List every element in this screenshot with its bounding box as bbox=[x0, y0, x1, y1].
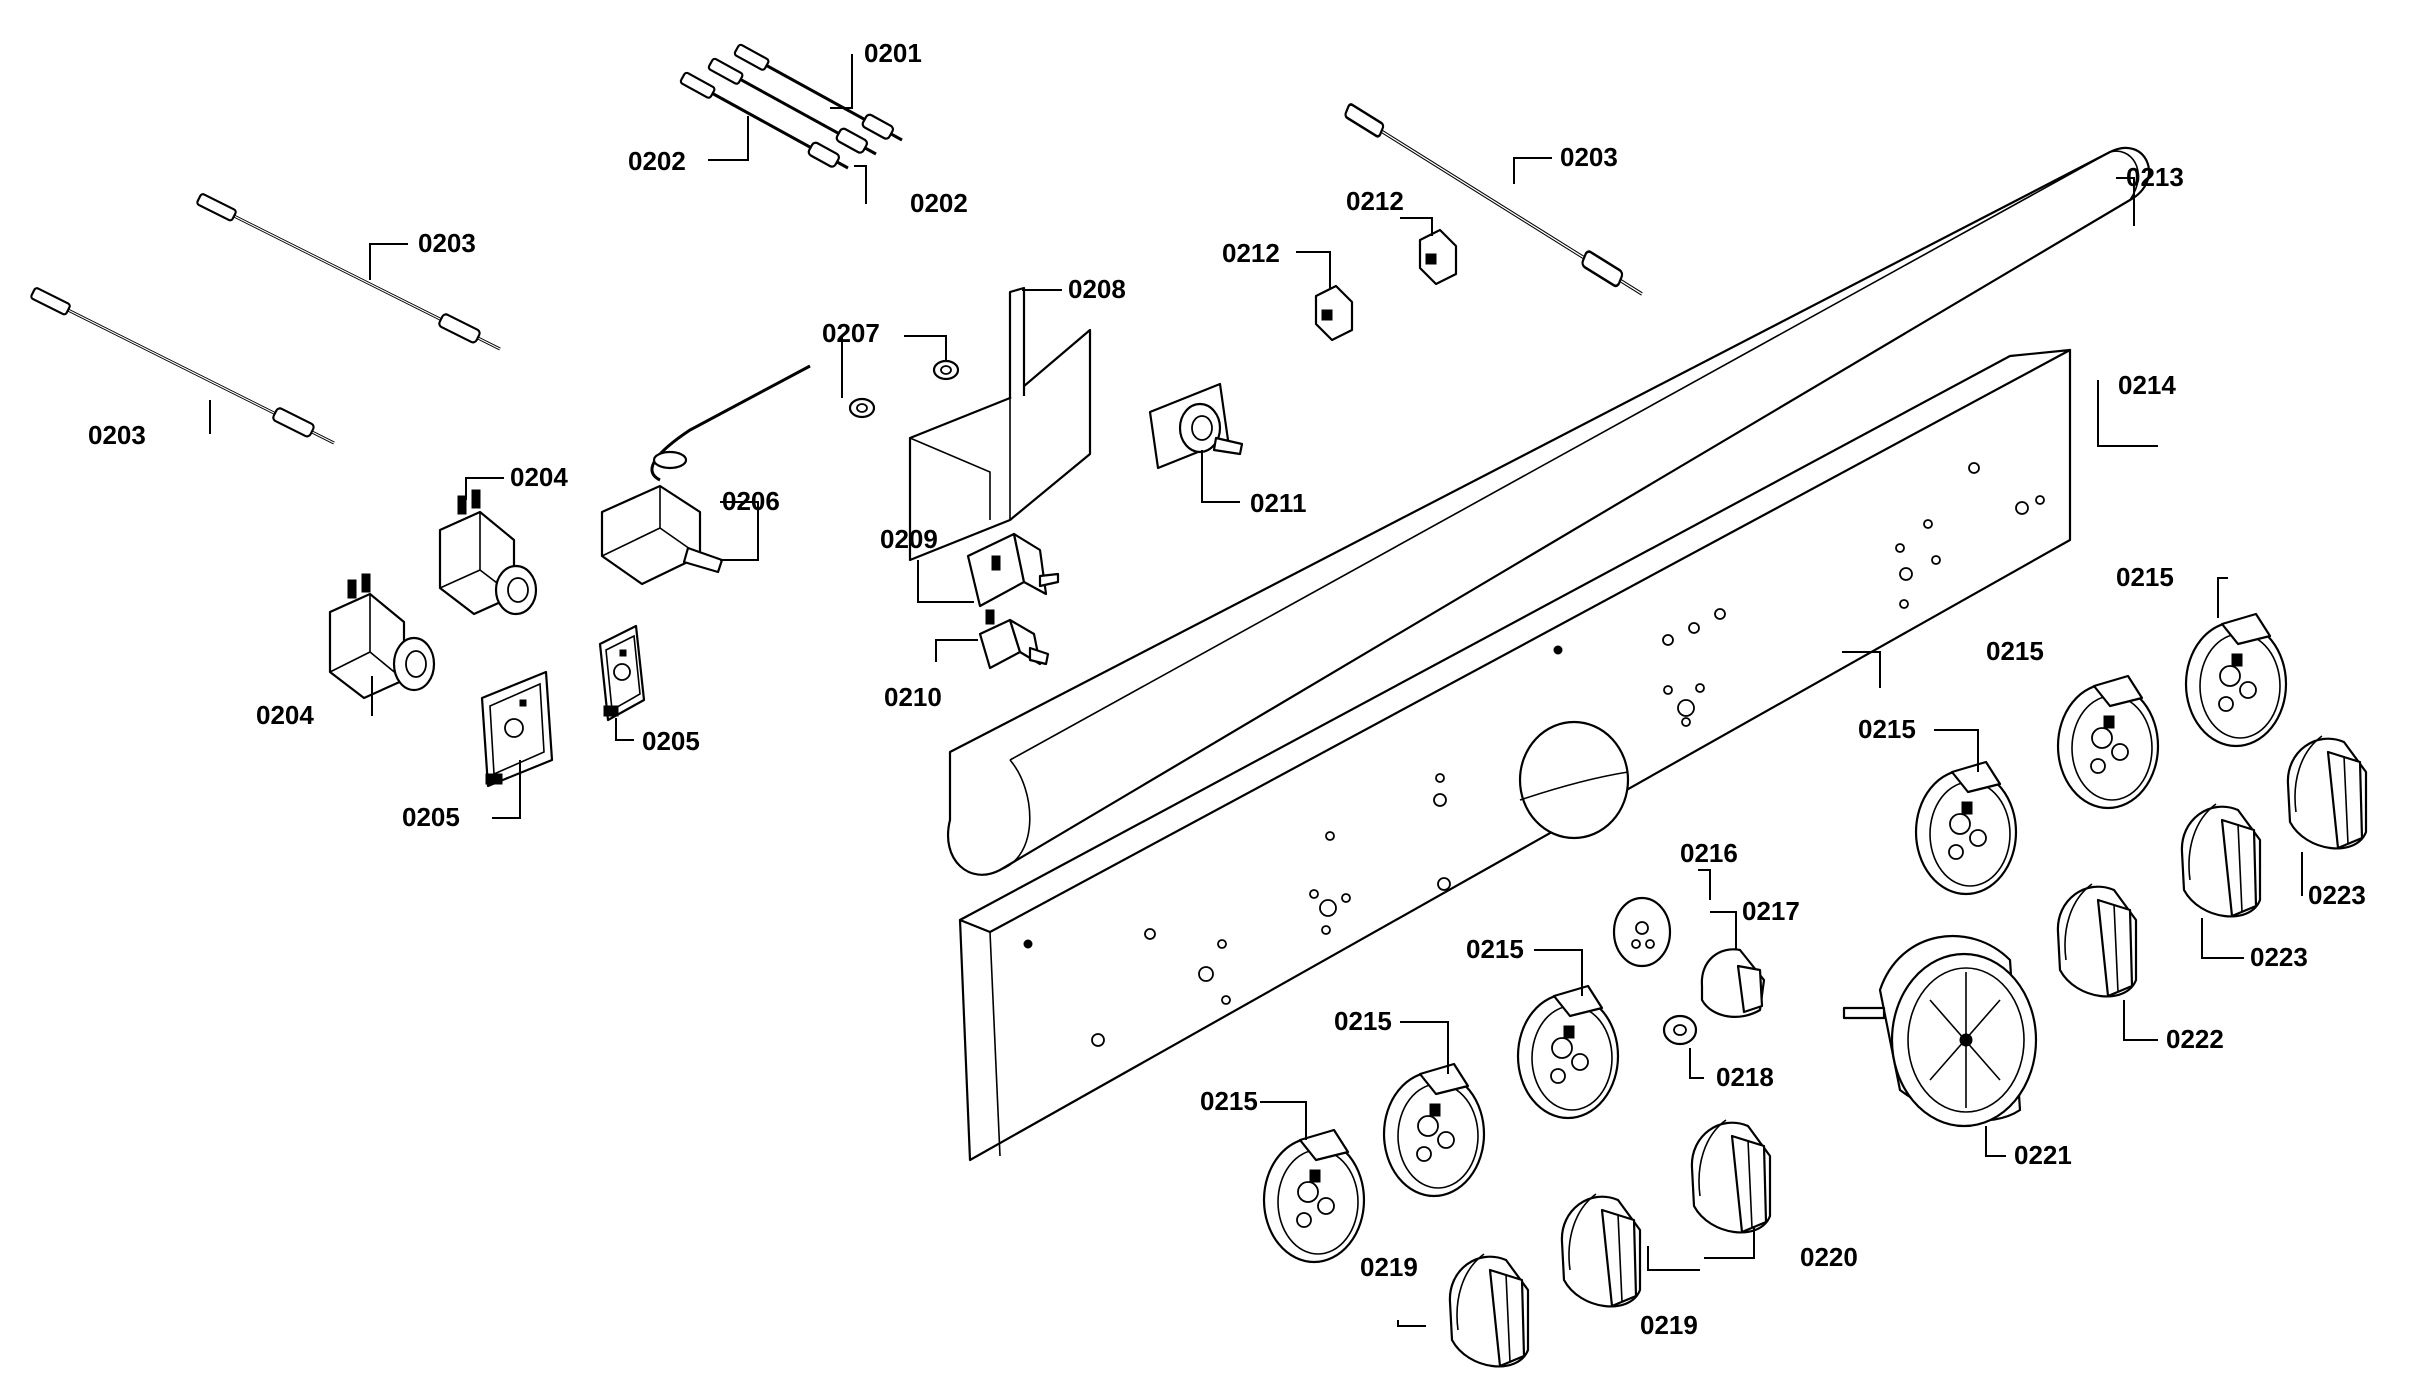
part-0215-bezel-2 bbox=[1382, 1062, 1486, 1198]
callout-0213: 0213 bbox=[2126, 162, 2184, 192]
part-0211-selector bbox=[1148, 382, 1244, 470]
part-0215-bezel-1 bbox=[1262, 1128, 1366, 1264]
callout-0219-upper: 0219 bbox=[1640, 1310, 1698, 1340]
callout-0223-left: 0223 bbox=[2250, 942, 2308, 972]
callout-0204-lower: 0204 bbox=[256, 700, 314, 730]
part-0214-control-panel bbox=[958, 348, 2072, 1162]
part-0218-nut bbox=[1662, 1014, 1698, 1046]
callout-0206: 0206 bbox=[722, 486, 780, 516]
part-0223-knob-left bbox=[2180, 802, 2262, 918]
callout-0207: 0207 bbox=[822, 318, 880, 348]
part-0212-clip-left bbox=[1314, 284, 1354, 342]
part-0205-board-left bbox=[480, 670, 554, 788]
callout-0202-right: 0202 bbox=[910, 188, 968, 218]
part-0215-bezel-3 bbox=[1516, 984, 1620, 1120]
part-0221-gauge bbox=[1842, 935, 2038, 1128]
callout-0221: 0221 bbox=[2014, 1140, 2072, 1170]
callout-0202-left: 0202 bbox=[628, 146, 686, 176]
part-0215-bezel-6 bbox=[2184, 612, 2288, 748]
part-0204-switch-lower bbox=[328, 573, 436, 700]
callout-0215-3: 0215 bbox=[1466, 934, 1524, 964]
part-0215-bezel-4 bbox=[1914, 760, 2018, 896]
callout-0203-upper-left: 0203 bbox=[418, 228, 476, 258]
callout-0214: 0214 bbox=[2118, 370, 2176, 400]
part-0202-wire-upper bbox=[707, 57, 877, 156]
callout-0223-right: 0223 bbox=[2308, 880, 2366, 910]
part-0215-bezel-5 bbox=[2056, 674, 2160, 810]
callout-0201: 0201 bbox=[864, 38, 922, 68]
callout-0209: 0209 bbox=[880, 524, 938, 554]
leader-lines bbox=[209, 54, 2303, 1327]
callout-0215-5: 0215 bbox=[1986, 636, 2044, 666]
part-0222-knob bbox=[2056, 882, 2138, 998]
part-0213-trim-rail bbox=[947, 146, 2150, 876]
callout-0216: 0216 bbox=[1680, 838, 1738, 868]
callout-0212-left: 0212 bbox=[1222, 238, 1280, 268]
callout-0204-upper: 0204 bbox=[510, 462, 568, 492]
part-0220-knob bbox=[1690, 1118, 1772, 1234]
callout-0205-lower: 0205 bbox=[402, 802, 460, 832]
callout-0222: 0222 bbox=[2166, 1024, 2224, 1054]
callout-0218: 0218 bbox=[1716, 1062, 1774, 1092]
callout-labels: 0201 0202 0202 0203 0203 0203 0204 0204 … bbox=[88, 38, 2366, 1340]
part-0212-clip-right bbox=[1418, 228, 1458, 286]
callout-0215-1: 0215 bbox=[1200, 1086, 1258, 1116]
callout-0215-6: 0215 bbox=[2116, 562, 2174, 592]
part-0207-nut-right bbox=[932, 359, 960, 381]
part-0201-wire bbox=[733, 43, 903, 142]
callout-0215-4: 0215 bbox=[1858, 714, 1916, 744]
callout-0215-2: 0215 bbox=[1334, 1006, 1392, 1036]
callout-0203-right: 0203 bbox=[1560, 142, 1618, 172]
part-0216-cap bbox=[1612, 896, 1672, 968]
part-0209-switch bbox=[966, 532, 1060, 608]
part-0223-knob-right bbox=[2286, 734, 2368, 850]
part-0207-nut-left bbox=[848, 397, 876, 419]
part-0205-board-right bbox=[598, 624, 646, 722]
part-0217-knob bbox=[1700, 948, 1766, 1018]
part-0203-wire-left-lower bbox=[28, 285, 336, 445]
callout-0211: 0211 bbox=[1250, 488, 1306, 518]
panel-hole-groups bbox=[1091, 462, 2045, 1047]
callout-0208: 0208 bbox=[1068, 274, 1126, 304]
part-0219-knob-upper bbox=[1560, 1192, 1642, 1308]
part-0204-switch-upper bbox=[438, 489, 538, 616]
part-0203-wire-left-upper bbox=[194, 191, 502, 351]
part-0219-knob-lower bbox=[1448, 1252, 1530, 1368]
callout-0219-lower: 0219 bbox=[1360, 1252, 1418, 1282]
part-0202-wire-lower bbox=[679, 71, 849, 170]
part-0210-toggle bbox=[978, 609, 1050, 670]
callout-0203-lower-left: 0203 bbox=[88, 420, 146, 450]
callout-0210: 0210 bbox=[884, 682, 942, 712]
part-0206-thermostat bbox=[600, 364, 811, 586]
callout-0205-right: 0205 bbox=[642, 726, 700, 756]
part-0208-bracket bbox=[908, 286, 1092, 562]
callout-0220: 0220 bbox=[1800, 1242, 1858, 1272]
callout-0212-right: 0212 bbox=[1346, 186, 1404, 216]
callout-0217: 0217 bbox=[1742, 896, 1800, 926]
